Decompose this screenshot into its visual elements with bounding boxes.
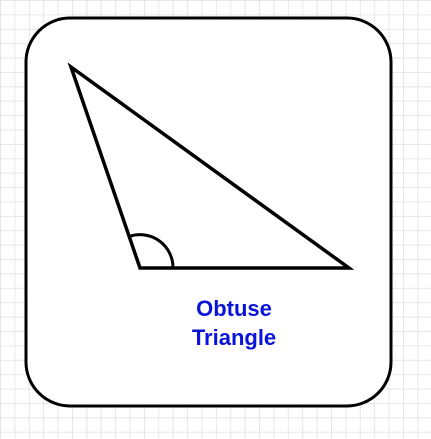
obtuse-angle-arc — [128, 233, 175, 269]
obtuse-triangle — [67, 62, 355, 270]
card-frame — [24, 16, 393, 408]
shape-label-line2: Triangle — [191, 325, 277, 350]
shape-label-line1: Obtuse — [196, 296, 272, 321]
shape-label: Obtuse Triangle — [134, 294, 334, 352]
